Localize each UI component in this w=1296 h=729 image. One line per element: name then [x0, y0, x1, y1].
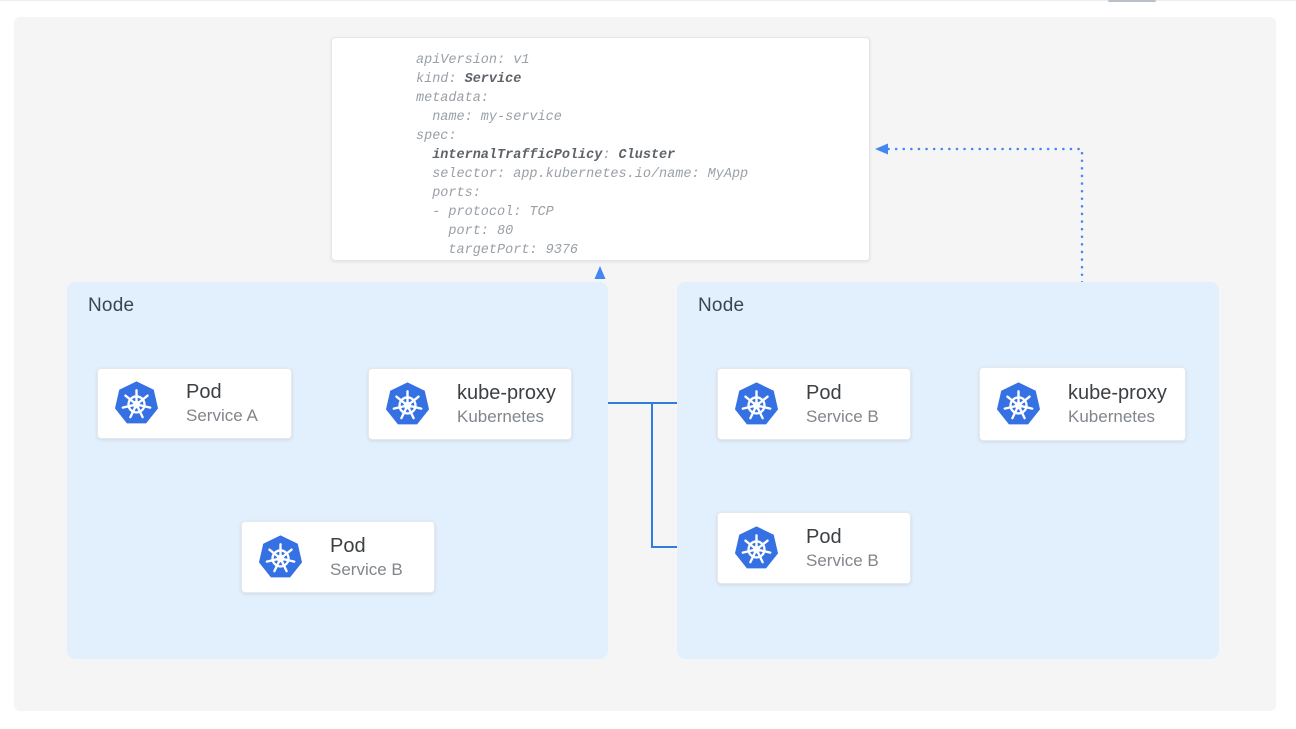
top-hairline — [0, 0, 1296, 1]
node-label: Node — [88, 295, 135, 316]
node-label: Node — [698, 295, 745, 316]
yaml-line: port: 80 — [416, 224, 514, 239]
node-box-left: Node — [67, 282, 608, 659]
node-box-right: Node — [677, 282, 1219, 659]
card-subtitle: Kubernetes — [457, 406, 544, 426]
card-subtitle: Service A — [186, 406, 258, 425]
yaml-line: kind: Service — [416, 72, 522, 87]
kubernetes-icon — [995, 381, 1042, 428]
yaml-line: internalTrafficPolicy: Cluster — [432, 148, 676, 163]
yaml-line: metadata: — [416, 91, 489, 106]
kubernetes-icon — [257, 534, 304, 581]
card-subtitle: Service B — [330, 559, 403, 579]
yaml-line: apiVersion: v1 — [416, 53, 530, 68]
kubernetes-icon — [113, 380, 160, 427]
card-subtitle: Service B — [806, 550, 879, 570]
card-pod-service-a: Pod Service A — [97, 368, 292, 439]
kubernetes-icon — [733, 525, 780, 572]
yaml-line: ports: — [416, 186, 481, 201]
card-title: Pod — [806, 381, 842, 404]
card-pod-service-b-right-top: Pod Service B — [717, 368, 911, 440]
card-title: kube-proxy — [457, 381, 556, 404]
top-accent-segment — [1108, 0, 1156, 2]
yaml-code: apiVersion: v1 kind: Service metadata: nam… — [416, 51, 748, 260]
yaml-line: selector: app.kubernetes.io/name: MyApp — [416, 167, 749, 182]
yaml-line: spec: — [416, 129, 457, 144]
kubernetes-icon — [733, 381, 780, 428]
kubernetes-icon — [384, 381, 431, 428]
yaml-line: targetPort: 9376 — [416, 243, 579, 258]
yaml-line: name: my-service — [416, 110, 562, 125]
card-title: Pod — [330, 534, 366, 557]
card-kube-proxy-right: kube-proxy Kubernetes — [979, 367, 1186, 441]
yaml-line: - protocol: TCP — [416, 205, 554, 220]
card-pod-service-b-right-bottom: Pod Service B — [717, 512, 911, 584]
card-kube-proxy-left: kube-proxy Kubernetes — [368, 368, 572, 440]
service-yaml-card: apiVersion: v1 kind: Service metadata: nam… — [331, 37, 870, 261]
card-subtitle: Kubernetes — [1068, 406, 1155, 426]
card-title: Pod — [186, 381, 222, 403]
card-pod-service-b-left: Pod Service B — [241, 521, 435, 593]
card-title: Pod — [806, 525, 842, 548]
card-title: kube-proxy — [1068, 381, 1167, 404]
card-subtitle: Service B — [806, 406, 879, 426]
